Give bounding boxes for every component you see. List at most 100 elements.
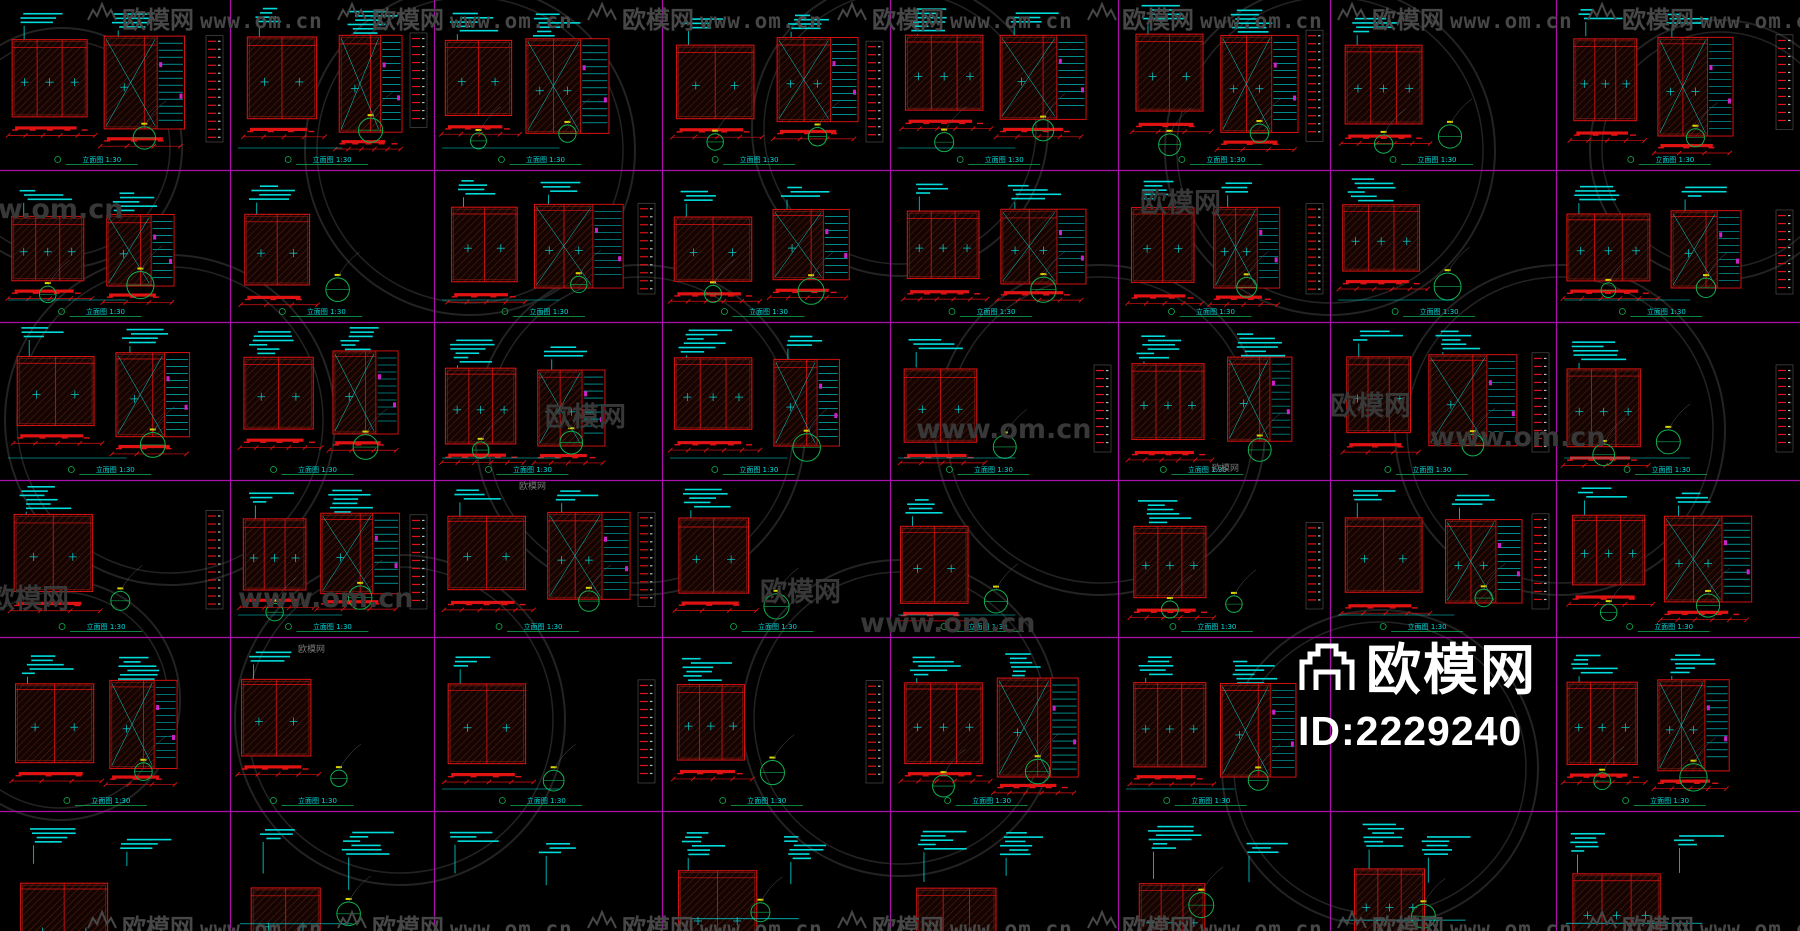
drawing-panel: 立面图 1:30 [8, 327, 191, 475]
drawing-panel: 立面图 1:30 [1125, 333, 1293, 475]
drawing-panel: 立面图 1:30 [438, 339, 606, 475]
watermark: 欧模网 [760, 577, 841, 608]
drawing-panel: 立面图 1:30 [441, 656, 656, 806]
drawing-panel: 立面图 1:30 [442, 180, 656, 317]
svg-text:立面图 1:30: 立面图 1:30 [1196, 307, 1235, 316]
drawing-panel: 立面图 1:30 [235, 651, 362, 806]
svg-text:欧模网: 欧模网 [1622, 6, 1694, 34]
svg-text:立面图 1:30: 立面图 1:30 [313, 155, 352, 164]
svg-text:欧模网: 欧模网 [372, 914, 444, 931]
svg-text:www.om.cn: www.om.cn [700, 9, 823, 33]
svg-text:立面图 1:30: 立面图 1:30 [526, 155, 565, 164]
svg-text:欧模网: 欧模网 [1372, 6, 1444, 34]
drawing-panel: 立面图 1:30 [667, 329, 840, 475]
drawing-panel: 立面图 1:30 [236, 489, 428, 632]
svg-text:立面图 1:30: 立面图 1:30 [974, 465, 1013, 474]
watermark: www.om.cn [1430, 422, 1606, 453]
svg-text:www.om.cn: www.om.cn [1200, 9, 1323, 33]
drawing-panel: 立面图 1:30 [1124, 180, 1324, 317]
drawing-panel: 立面图 1:30 [897, 338, 1112, 475]
svg-text:欧模网: 欧模网 [622, 6, 694, 34]
watermark-small: 欧模网 [298, 643, 325, 655]
drawing-panel: 立面图 1:30 [438, 12, 610, 165]
drawing-panel: 立面图 1:30 [1560, 654, 1730, 806]
watermark-small: 欧模网 [1212, 462, 1239, 474]
brand-logo-icon [1298, 642, 1356, 698]
drawing-panel: 立面图 1:30 [237, 327, 399, 475]
drawing-panel [449, 831, 576, 886]
drawing-panel: 立面图 1:30 [7, 486, 224, 632]
svg-text:欧模网: 欧模网 [122, 914, 194, 931]
drawing-panel [672, 832, 827, 931]
svg-text:www.om.cn: www.om.cn [950, 917, 1073, 931]
svg-text:立面图 1:30: 立面图 1:30 [524, 622, 563, 631]
panels-layer: 立面图 1:30 立面图 1:30 立面图 1:30 立面图 1:30 立面图 1:30… [5, 4, 1794, 931]
svg-text:立面图 1:30: 立面图 1:30 [87, 622, 126, 631]
svg-text:立面图 1:30: 立面图 1:30 [1650, 796, 1689, 805]
svg-text:欧模网: 欧模网 [122, 6, 194, 34]
drawing-panel: 立面图 1:30 [1340, 330, 1550, 475]
svg-text:立面图 1:30: 立面图 1:30 [1654, 622, 1693, 631]
svg-text:立面图 1:30: 立面图 1:30 [1655, 155, 1694, 164]
model-id: ID:2229240 [1298, 708, 1523, 754]
svg-text:www.om.cn: www.om.cn [1700, 917, 1800, 931]
drawing-panel: 立面图 1:30 [1129, 4, 1324, 165]
drawing-panel: 立面图 1:30 [894, 499, 1025, 632]
svg-text:立面图 1:30: 立面图 1:30 [1206, 155, 1245, 164]
svg-text:立面图 1:30: 立面图 1:30 [1647, 307, 1686, 316]
drawing-panel: 立面图 1:30 [900, 183, 1087, 317]
svg-text:立面图 1:30: 立面图 1:30 [313, 622, 352, 631]
svg-text:立面图 1:30: 立面图 1:30 [969, 622, 1008, 631]
svg-text:www.om.cn: www.om.cn [1450, 9, 1573, 33]
drawing-panel [240, 829, 394, 931]
svg-text:立面图 1:30: 立面图 1:30 [740, 155, 779, 164]
drawing-panel: 立面图 1:30 [672, 488, 814, 632]
svg-text:立面图 1:30: 立面图 1:30 [976, 307, 1015, 316]
svg-text:www.om.cn: www.om.cn [1700, 9, 1800, 33]
drawing-panel [1566, 832, 1725, 931]
drawing-panel: 立面图 1:30 [9, 655, 178, 806]
svg-text:立面图 1:30: 立面图 1:30 [739, 465, 778, 474]
drawing-panel: 立面图 1:30 [669, 14, 884, 165]
watermark: 欧模网 www.om.cn [337, 909, 573, 931]
svg-text:欧模网: 欧模网 [1122, 914, 1194, 931]
watermark: www.om.cn [238, 583, 414, 614]
drawing-panel: 立面图 1:30 [1127, 500, 1324, 632]
drawing-panel: 立面图 1:30 [1126, 656, 1297, 806]
svg-text:www.om.cn: www.om.cn [1450, 917, 1573, 931]
watermark: 欧模网 [0, 584, 69, 615]
drawing-panel [1340, 823, 1471, 931]
svg-text:欧模网: 欧模网 [372, 6, 444, 34]
svg-text:立面图 1:30: 立面图 1:30 [527, 796, 566, 805]
svg-text:www.om.cn: www.om.cn [950, 9, 1073, 33]
drawing-panel: 立面图 1:30 [5, 12, 224, 165]
watermark: www.om.cn [860, 608, 1036, 639]
watermark: 欧模网 [545, 402, 626, 433]
svg-text:立面图 1:30: 立面图 1:30 [1652, 465, 1691, 474]
svg-text:www.om.cn: www.om.cn [700, 917, 823, 931]
svg-text:立面图 1:30: 立面图 1:30 [298, 796, 337, 805]
svg-text:立面图 1:30: 立面图 1:30 [1197, 622, 1236, 631]
drawing-panel: 立面图 1:30 [441, 489, 656, 632]
svg-text:欧模网: 欧模网 [872, 6, 944, 34]
drawing-panel: 立面图 1:30 [238, 7, 428, 165]
svg-text:立面图 1:30: 立面图 1:30 [1188, 465, 1227, 474]
svg-text:立面图 1:30: 立面图 1:30 [758, 622, 797, 631]
svg-text:立面图 1:30: 立面图 1:30 [985, 155, 1024, 164]
svg-text:立面图 1:30: 立面图 1:30 [972, 796, 1011, 805]
drawing-panel: 立面图 1:30 [238, 185, 363, 317]
svg-text:立面图 1:30: 立面图 1:30 [1412, 465, 1451, 474]
drawing-panel: 立面图 1:30 [1566, 487, 1753, 632]
svg-text:www.om.cn: www.om.cn [450, 917, 573, 931]
svg-text:立面图 1:30: 立面图 1:30 [298, 465, 337, 474]
